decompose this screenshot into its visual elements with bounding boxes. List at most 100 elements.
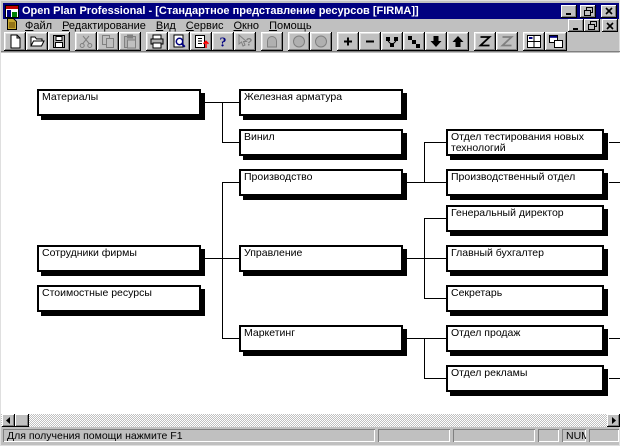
connector-line	[403, 338, 424, 339]
connector-line	[424, 142, 425, 183]
node-label: Стоимостные ресурсы	[42, 287, 152, 299]
connector-line	[222, 102, 239, 103]
status-num: NUM	[562, 429, 586, 442]
cut-button	[75, 32, 97, 51]
goto-view-button[interactable]	[190, 32, 212, 51]
node-label: Производственный отдел	[451, 171, 576, 183]
menu-help[interactable]: Помощь	[269, 19, 312, 32]
open-icon	[29, 34, 45, 49]
right-arrow-icon[interactable]	[607, 414, 620, 427]
resource-node-management[interactable]: Управление	[239, 245, 403, 272]
node-label: Отдел тестирования новых технологий	[451, 131, 585, 154]
resource-node-secretary[interactable]: Секретарь	[446, 285, 604, 312]
resource-node-director[interactable]: Генеральный директор	[446, 205, 604, 232]
resource-node-cost[interactable]: Стоимостные ресурсы	[37, 285, 201, 312]
connector-line	[222, 142, 239, 143]
menu-service[interactable]: Сервис	[185, 19, 224, 32]
connector-line	[424, 298, 446, 299]
zigzag-icon	[477, 34, 493, 49]
connector-line	[424, 378, 446, 379]
resource-node-proddept[interactable]: Производственный отдел	[446, 169, 604, 196]
left-arrow-icon[interactable]	[2, 414, 15, 427]
copy-icon	[100, 34, 116, 49]
link-nodes-button[interactable]	[381, 32, 403, 51]
paste-icon	[122, 34, 138, 49]
down-arrow-icon	[428, 34, 444, 49]
resource-node-marketing[interactable]: Маркетинг	[239, 325, 403, 352]
svg-text:?: ?	[246, 37, 253, 49]
menu-view[interactable]: Вид	[155, 19, 176, 32]
status-panel-4	[589, 429, 619, 442]
status-message: Для получения помощи нажмите F1	[3, 429, 375, 442]
help-button[interactable]: ?	[212, 32, 234, 51]
node-label: Отдел продаж	[451, 327, 521, 339]
print-preview-button[interactable]	[168, 32, 190, 51]
save-button[interactable]	[48, 32, 70, 51]
plus-icon	[340, 34, 356, 49]
statusbar: Для получения помощи нажмите F1 NUM	[1, 427, 620, 443]
up-arrow-icon	[450, 34, 466, 49]
connector-line	[222, 182, 239, 183]
nodes-icon	[384, 34, 400, 49]
connector-line	[201, 258, 222, 259]
print-button[interactable]	[146, 32, 168, 51]
resource-node-employees[interactable]: Сотрудники фирмы	[37, 245, 201, 272]
node-label: Железная арматура	[244, 91, 343, 103]
resource-node-materials[interactable]: Материалы	[37, 89, 201, 116]
menu-file[interactable]: Файл	[25, 19, 53, 32]
scrollbar-thumb[interactable]	[15, 414, 29, 427]
new-button[interactable]	[4, 32, 26, 51]
connector-line	[424, 338, 446, 339]
save-icon	[51, 34, 67, 49]
minus-icon	[362, 34, 378, 49]
node-label: Маркетинг	[244, 327, 296, 339]
circle-a-button	[288, 32, 310, 51]
new-icon	[7, 34, 23, 49]
move-down-button[interactable]	[425, 32, 447, 51]
child-close-button[interactable]	[602, 19, 618, 32]
menu-edit[interactable]: Редактирование	[62, 19, 146, 32]
resource-node-testing[interactable]: Отдел тестирования новых технологий	[446, 129, 604, 156]
move-up-button[interactable]	[447, 32, 469, 51]
resource-node-vinyl[interactable]: Винил	[239, 129, 403, 156]
collapse-button[interactable]	[359, 32, 381, 51]
connector-line	[609, 378, 620, 379]
zigzag-button[interactable]	[474, 32, 496, 51]
node-label: Производство	[244, 171, 313, 183]
document-icon[interactable]	[6, 17, 18, 35]
connector-line	[222, 182, 223, 339]
expand-button[interactable]	[337, 32, 359, 51]
resource-node-accountant[interactable]: Главный бухгалтер	[446, 245, 604, 272]
toolbar: ??	[1, 32, 620, 52]
connector-line	[222, 258, 239, 259]
resource-node-rebar[interactable]: Железная арматура	[239, 89, 403, 116]
child-restore-button[interactable]	[584, 19, 600, 32]
resource-node-sales[interactable]: Отдел продаж	[446, 325, 604, 352]
close-button[interactable]	[601, 4, 617, 18]
titlebar[interactable]: Open Plan Professional - [Стандартное пр…	[3, 3, 619, 19]
node-label: Генеральный директор	[451, 207, 564, 219]
window-cascade-button[interactable]	[545, 32, 567, 51]
context-help-icon: ?	[237, 34, 253, 49]
print-preview-icon	[171, 34, 187, 49]
minimize-button[interactable]	[561, 4, 577, 18]
paste-button	[119, 32, 141, 51]
resource-node-production[interactable]: Производство	[239, 169, 403, 196]
connector-line	[403, 258, 424, 259]
restore-button[interactable]	[580, 4, 596, 18]
goto-icon	[193, 34, 209, 49]
connector-line	[609, 338, 620, 339]
menu-window[interactable]: Окно	[233, 19, 260, 32]
window-tile-button[interactable]	[523, 32, 545, 51]
child-minimize-button[interactable]	[568, 19, 584, 32]
horizontal-scrollbar[interactable]	[1, 414, 620, 427]
app-icon[interactable]	[5, 4, 19, 18]
link-steps-button[interactable]	[403, 32, 425, 51]
help-icon: ?	[215, 34, 231, 50]
cut-icon	[78, 34, 94, 49]
connector-line	[403, 182, 424, 183]
open-button[interactable]	[26, 32, 48, 51]
node-label: Отдел рекламы	[451, 367, 528, 379]
resource-node-advertising[interactable]: Отдел рекламы	[446, 365, 604, 392]
